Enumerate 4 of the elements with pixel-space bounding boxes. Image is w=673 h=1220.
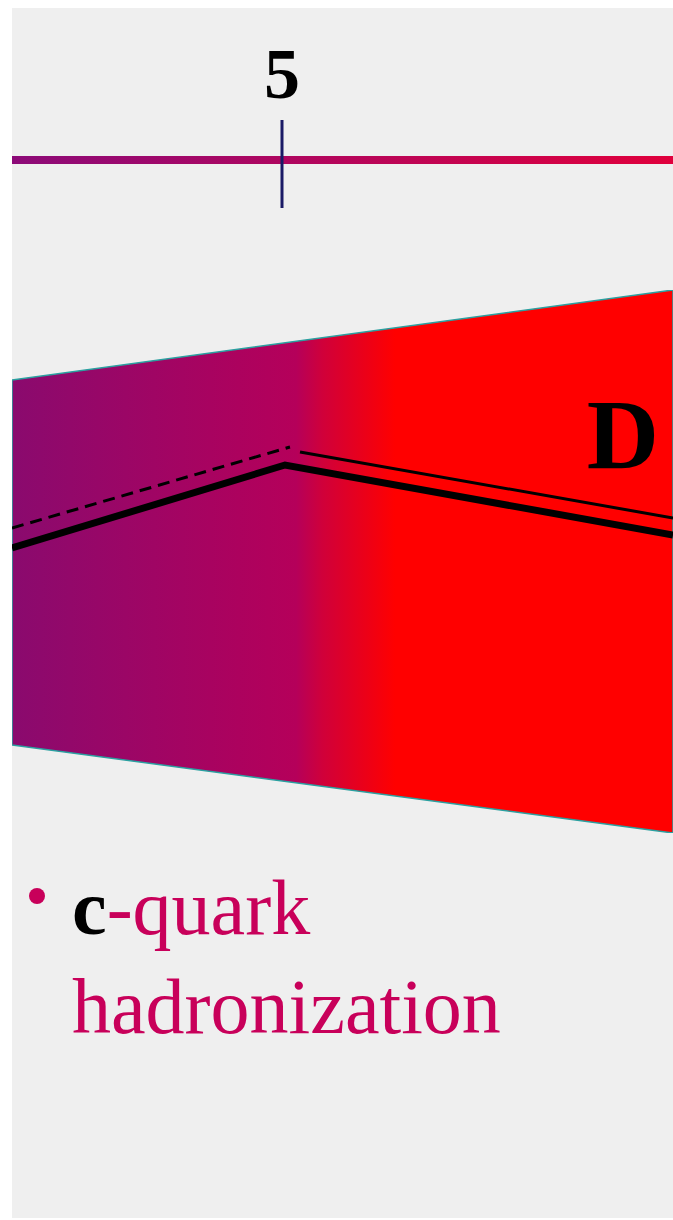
colored-band	[12, 290, 673, 833]
band-label: D	[586, 385, 659, 485]
tick-label: 5	[263, 38, 301, 110]
bullet-text: c-quark hadronization	[72, 863, 502, 1053]
